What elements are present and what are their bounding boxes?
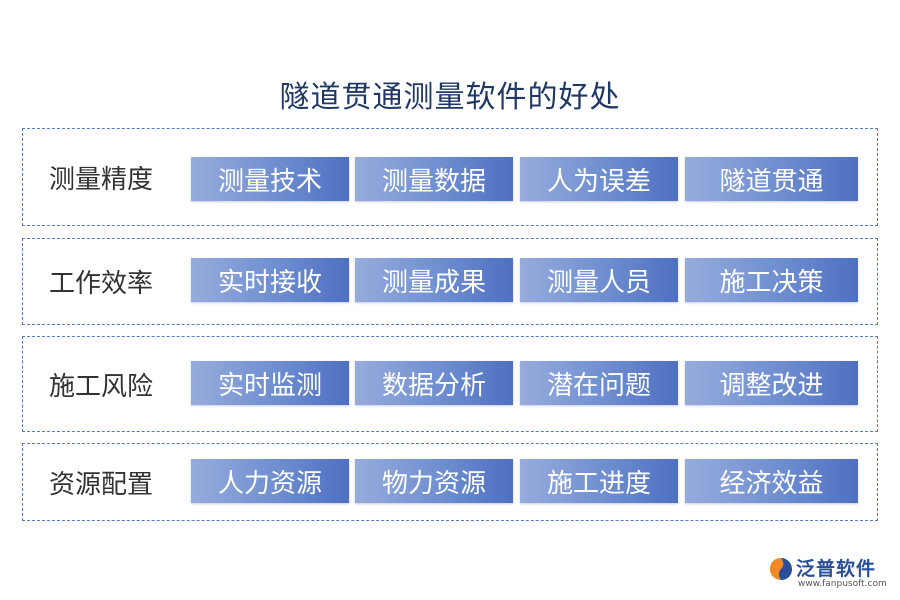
tag: 潜在问题: [520, 361, 678, 405]
row-label: 工作效率: [49, 269, 154, 299]
tag: 隧道贯通: [685, 157, 858, 201]
brand-logo: 泛普软件 www.fanpusoft.com: [768, 554, 892, 594]
tag: 实时接收: [191, 258, 349, 302]
tag: 经济效益: [685, 459, 858, 503]
row-resource-allocation: 资源配置 人力资源 物力资源 施工进度 经济效益: [22, 443, 878, 521]
tag: 施工决策: [685, 258, 858, 302]
tag: 调整改进: [685, 361, 858, 405]
tag: 数据分析: [355, 361, 513, 405]
tag: 施工进度: [520, 459, 678, 503]
logo-mark-icon: [770, 558, 792, 580]
logo-name: 泛普软件: [796, 558, 877, 580]
logo-url: www.fanpusoft.com: [798, 579, 887, 589]
diagram-title: 隧道贯通测量软件的好处: [279, 80, 621, 115]
tag: 测量成果: [355, 258, 513, 302]
row-measurement-accuracy: 测量精度 测量技术 测量数据 人为误差 隧道贯通: [22, 128, 878, 226]
row-work-efficiency: 工作效率 实时接收 测量成果 测量人员 施工决策: [22, 238, 878, 325]
tag: 实时监测: [191, 361, 349, 405]
row-label: 测量精度: [49, 164, 154, 195]
tag: 测量人员: [520, 258, 678, 302]
tag: 人力资源: [191, 459, 349, 503]
tag: 物力资源: [355, 459, 513, 503]
row-label: 施工风险: [49, 371, 154, 402]
tag: 测量数据: [355, 157, 513, 201]
tag: 人为误差: [520, 157, 678, 201]
row-construction-risk: 施工风险 实时监测 数据分析 潜在问题 调整改进: [22, 336, 878, 432]
tag: 测量技术: [191, 157, 349, 201]
row-label: 资源配置: [49, 469, 154, 500]
